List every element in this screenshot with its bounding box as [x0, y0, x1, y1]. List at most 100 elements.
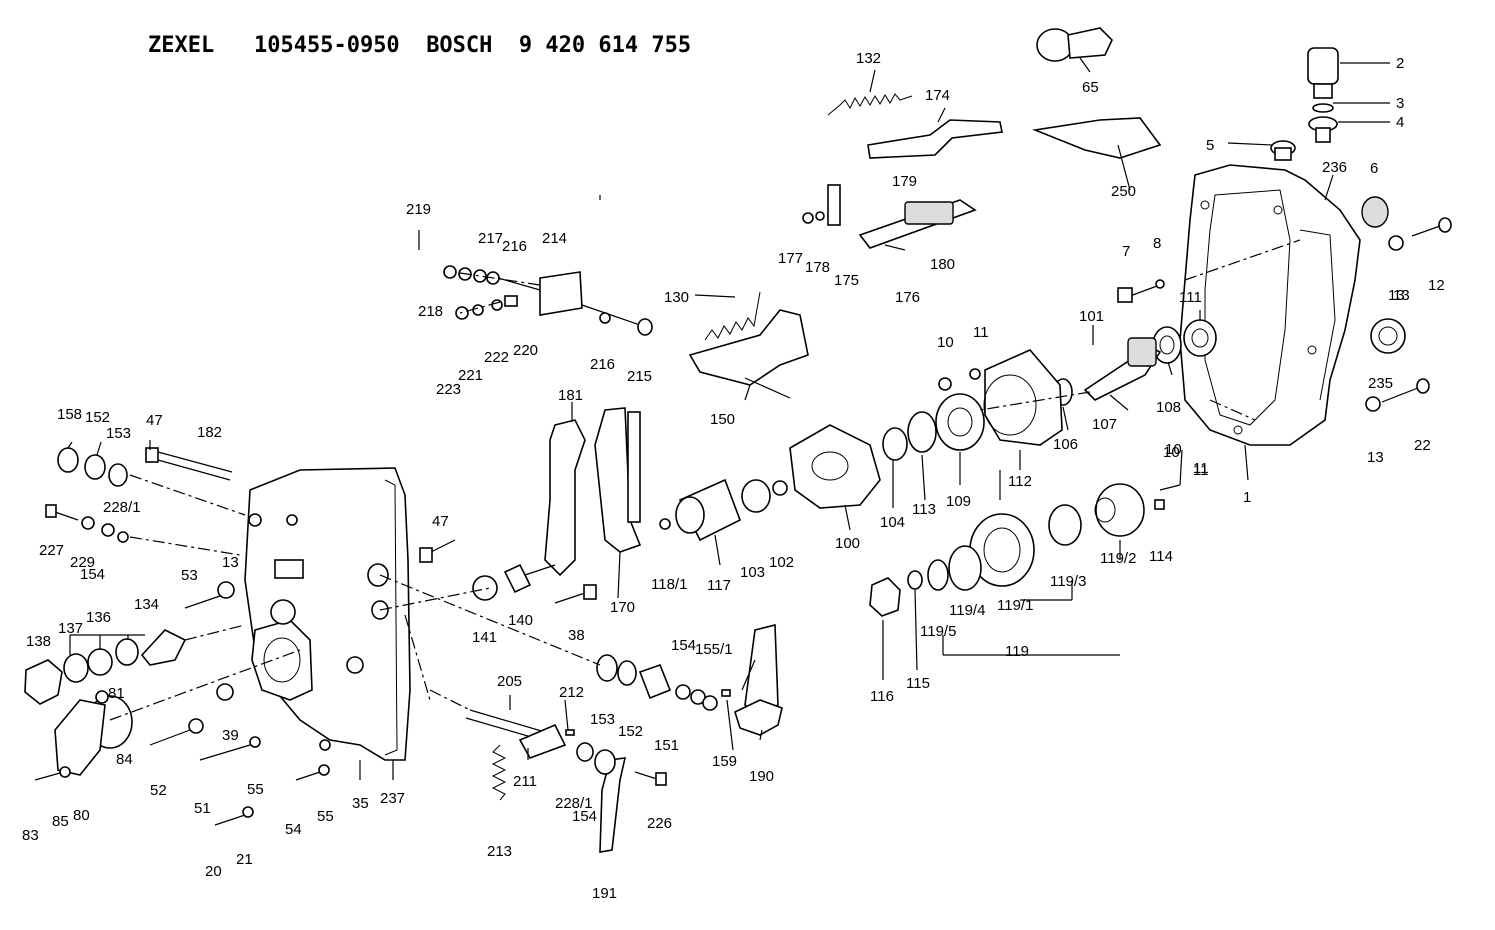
part-label: 213	[487, 843, 512, 860]
part-label: 226	[647, 815, 672, 832]
part-label: 100	[835, 535, 860, 552]
part-label: 219	[406, 201, 431, 218]
part-label: 65	[1082, 79, 1099, 96]
part-label: 205	[497, 673, 522, 690]
part-label: 155/1	[695, 641, 733, 658]
part-label: 179	[892, 173, 917, 190]
part-label: 134	[134, 596, 159, 613]
part-label: 13	[1388, 287, 1405, 304]
part-label: 227	[39, 542, 64, 559]
part-label: 216	[502, 238, 527, 255]
part-label: 228/1	[103, 499, 141, 516]
part-label: 11	[1193, 460, 1209, 477]
part-label: 47	[432, 513, 449, 530]
part-label: 132	[856, 50, 881, 67]
part-label: 216	[590, 356, 615, 373]
part-label: 119/3	[1050, 573, 1086, 590]
part-label: 53	[181, 567, 198, 584]
part-label: 111	[1179, 289, 1202, 306]
leader-lines	[67, 57, 1390, 780]
part-label: 215	[627, 368, 652, 385]
maker-bosch: BOSCH	[426, 33, 493, 58]
part-label: 11	[1193, 462, 1209, 479]
part-label: 153	[590, 711, 615, 728]
part-label: 236	[1322, 159, 1347, 176]
part-label: 85	[52, 813, 69, 830]
part-label: 38	[568, 627, 585, 644]
part-label: 54	[285, 821, 302, 838]
part-label: 182	[197, 424, 222, 441]
part-label: 55	[247, 781, 264, 798]
part-label: 13	[1367, 449, 1384, 466]
part-label: 119/2	[1100, 550, 1136, 567]
part-label: 158	[57, 406, 82, 423]
part-label: 154	[80, 566, 105, 583]
zexel-part-number: 105455-0950	[253, 33, 400, 58]
part-label: 116	[870, 688, 894, 705]
part-label: 117	[707, 577, 731, 594]
part-label: 221	[458, 367, 483, 384]
part-label: 176	[895, 289, 920, 306]
part-label: 102	[769, 554, 794, 571]
part-label: 180	[930, 256, 955, 273]
part-label: 153	[106, 425, 131, 442]
part-label: 39	[222, 727, 239, 744]
part-label: 4	[1396, 114, 1404, 131]
part-label: 10	[937, 334, 954, 351]
part-label: 1	[1243, 489, 1251, 506]
part-label: 6	[1370, 160, 1378, 177]
part-label: 8	[1153, 235, 1161, 252]
part-label: 119	[1005, 643, 1029, 660]
part-drawings	[24, 27, 1452, 853]
part-label: 223	[436, 381, 461, 398]
part-label: 84	[116, 751, 133, 768]
part-label: 22	[1414, 437, 1431, 454]
part-label: 12	[1428, 277, 1445, 294]
maker-zexel: ZEXEL	[148, 33, 215, 58]
part-label: 152	[618, 723, 643, 740]
part-label: 222	[484, 349, 509, 366]
part-label: 159	[712, 753, 737, 770]
part-label: 119/5	[920, 623, 956, 640]
part-label: 13	[1393, 287, 1410, 304]
part-label: 11	[973, 324, 989, 341]
part-label: 214	[542, 230, 567, 247]
part-label: 190	[749, 768, 774, 785]
part-label: 119/1	[997, 597, 1033, 614]
part-label: 10	[1165, 441, 1182, 458]
part-label: 104	[880, 514, 905, 531]
part-label: 13	[222, 554, 239, 571]
part-label: 101	[1079, 308, 1104, 325]
part-label: 220	[513, 342, 538, 359]
part-label: 212	[559, 684, 584, 701]
part-label: 154	[671, 637, 696, 654]
part-label: 5	[1206, 137, 1214, 154]
part-label: 170	[610, 599, 635, 616]
part-label: 177	[778, 250, 803, 267]
part-label: 218	[418, 303, 443, 320]
part-label: 7	[1122, 243, 1130, 260]
part-label: 174	[925, 87, 950, 104]
part-label: 211	[513, 773, 537, 790]
part-label: 229	[70, 554, 95, 571]
part-label: 20	[205, 863, 222, 880]
part-label: 113	[912, 501, 936, 518]
part-label: 119/4	[949, 602, 985, 619]
part-label: 3	[1396, 95, 1404, 112]
diagram-title: ZEXEL 105455-0950 BOSCH 9 420 614 755	[148, 33, 691, 58]
part-label: 52	[150, 782, 167, 799]
part-label: 81	[108, 685, 125, 702]
part-label: 228/1	[555, 795, 593, 812]
part-label: 109	[946, 493, 971, 510]
bosch-part-number: 9 420 614 755	[518, 33, 692, 58]
part-label: 47	[146, 412, 163, 429]
part-label: 141	[472, 629, 497, 646]
part-label: 106	[1053, 436, 1078, 453]
part-label: 21	[236, 851, 253, 868]
part-label: 154	[572, 808, 597, 825]
part-label: 178	[805, 259, 830, 276]
part-label: 118/1	[651, 576, 687, 593]
part-label: 137	[58, 620, 83, 637]
part-label: 150	[710, 411, 735, 428]
